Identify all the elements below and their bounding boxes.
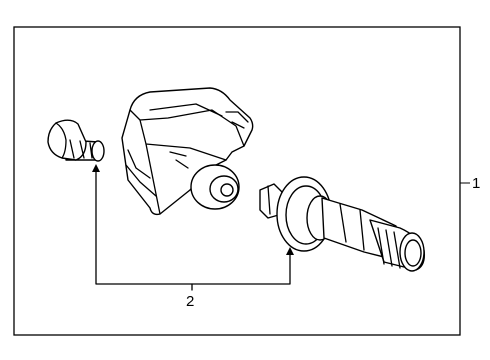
- tpms-sensor: [121, 87, 254, 216]
- callout-2-label: 2: [186, 293, 194, 310]
- callout-2-leader: [92, 164, 294, 291]
- assembly-frame: [13, 26, 461, 336]
- valve-stem: [259, 176, 426, 272]
- callout-1-label: 1: [472, 175, 480, 192]
- valve-cap: [47, 119, 105, 162]
